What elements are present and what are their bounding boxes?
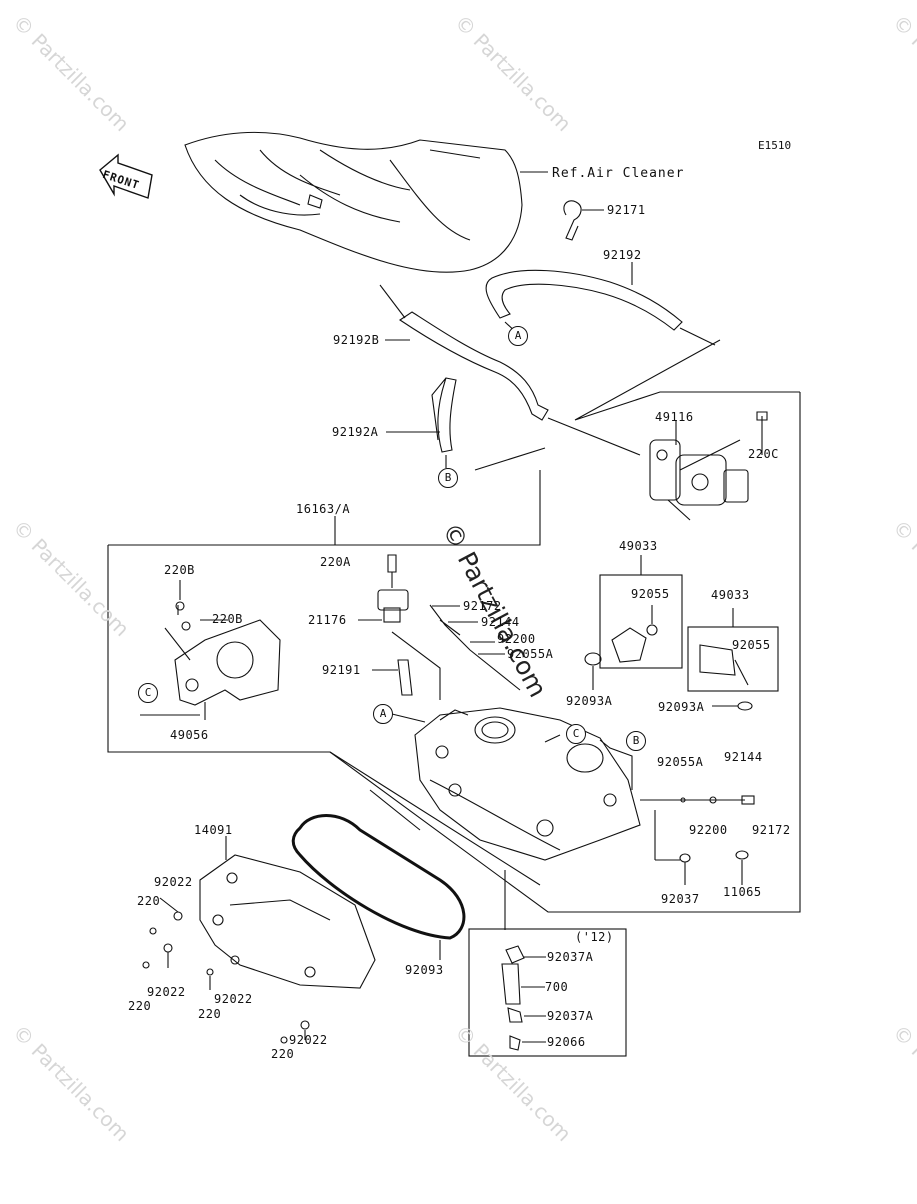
part-label: 92055 (732, 638, 771, 652)
part-label: 220B (212, 612, 243, 626)
part-label: 700 (545, 980, 569, 994)
part-label: 92192B (333, 333, 380, 347)
callout-c: C (138, 683, 158, 703)
part-label: 92093A (566, 694, 613, 708)
part-label: 220 (128, 999, 152, 1013)
gasket-92093 (291, 814, 466, 940)
part-label: 49056 (170, 728, 209, 742)
year-note: ('12) (575, 930, 614, 944)
part-label: 92037A (547, 950, 594, 964)
clamp-92171 (563, 200, 582, 241)
part-label: 92022 (147, 985, 186, 999)
part-label: 92037A (547, 1009, 594, 1023)
part-label: 220 (198, 1007, 222, 1021)
part-label: 92200 (689, 823, 728, 837)
part-label: 92172 (752, 823, 791, 837)
part-label: 92144 (724, 750, 763, 764)
callout-b: B (438, 468, 458, 488)
part-label: 220B (164, 563, 195, 577)
part-label: 92192A (332, 425, 379, 439)
air-cleaner-outline (184, 131, 523, 273)
part-label: 92022 (289, 1033, 328, 1047)
part-label: 220 (271, 1047, 295, 1061)
part-label: 16163/A (296, 502, 351, 516)
part-label: 92093A (658, 700, 705, 714)
part-label: 92172 (463, 599, 502, 613)
part-label: 92055A (657, 755, 704, 769)
part-label: 92055A (507, 647, 554, 661)
callout-b: B (626, 731, 646, 751)
part-label: 11065 (723, 885, 762, 899)
cover-14091 (199, 854, 376, 989)
callout-c: C (566, 724, 586, 744)
part-label: 92022 (154, 875, 193, 889)
part-label: 49116 (655, 410, 694, 424)
part-label: 92022 (214, 992, 253, 1006)
part-label: 220 (137, 894, 161, 908)
part-label: 49033 (711, 588, 750, 602)
part-label: 92037 (661, 892, 700, 906)
part-label: 92191 (322, 663, 361, 677)
injector-49033-1 (611, 624, 658, 663)
hose-92192B (399, 311, 549, 421)
callout-a: A (508, 326, 528, 346)
part-label: 92093 (405, 963, 444, 977)
year-box (468, 928, 627, 1057)
injector-49033-2 (699, 644, 753, 711)
part-label: 220A (320, 555, 351, 569)
part-label: 92055 (631, 587, 670, 601)
hose-92192 (485, 269, 683, 331)
part-label: 220C (748, 447, 779, 461)
idle-valve-49116 (649, 439, 749, 521)
part-label: 21176 (308, 613, 347, 627)
reference-label: Ref.Air Cleaner (552, 166, 685, 181)
part-label: 92144 (481, 615, 520, 629)
part-label: 14091 (194, 823, 233, 837)
front-arrow (99, 153, 153, 199)
hose-92192A (431, 377, 457, 453)
part-label: 92171 (607, 203, 646, 217)
valve-frame (329, 339, 801, 913)
callout-a: A (373, 704, 393, 724)
throttle-frame (107, 470, 541, 753)
part-label: 92192 (603, 248, 642, 262)
diagram-code: E1510 (758, 139, 792, 152)
throttle-body (414, 707, 641, 861)
part-label: 92066 (547, 1035, 586, 1049)
part-label: 92200 (497, 632, 536, 646)
part-label: 49033 (619, 539, 658, 553)
housing-49056 (174, 601, 281, 706)
